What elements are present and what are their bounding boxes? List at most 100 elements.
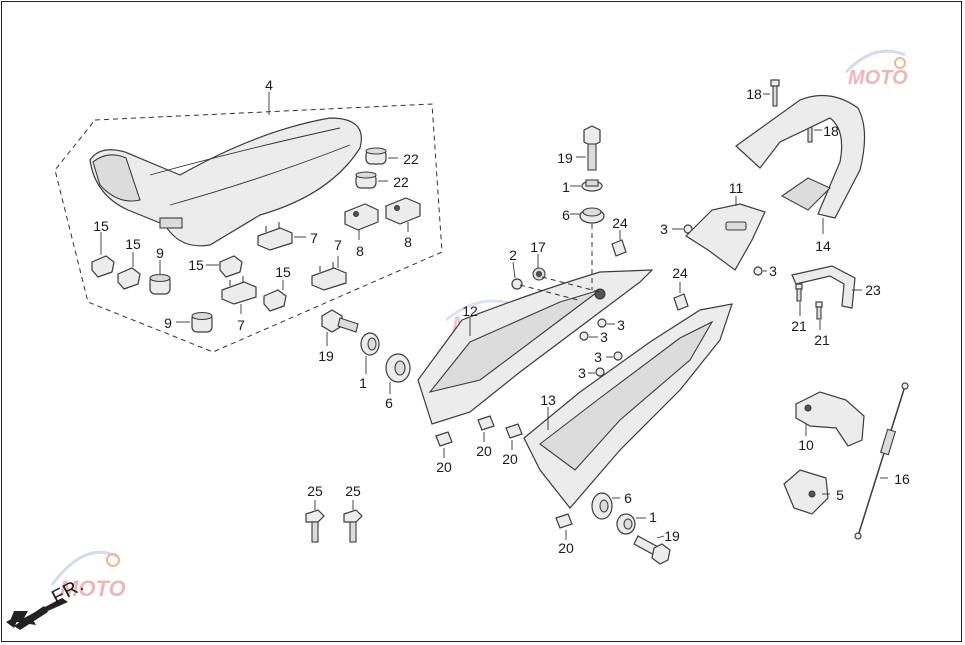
bolt-2 xyxy=(511,278,523,290)
callout-c16: 16 xyxy=(894,471,910,487)
grommet-6-lower xyxy=(591,492,613,520)
callout-c19a: 19 xyxy=(318,348,334,364)
callout-c13: 13 xyxy=(540,392,556,408)
callout-c6b: 6 xyxy=(562,207,570,223)
callout-c8b: 8 xyxy=(404,234,412,250)
callout-c1b: 1 xyxy=(562,179,570,195)
clip-7-lower xyxy=(221,276,257,305)
callout-c14: 14 xyxy=(815,238,831,254)
seat-assembly-boundary xyxy=(54,103,443,353)
callout-c15a: 15 xyxy=(93,218,109,234)
side-cover-12-left xyxy=(417,269,654,425)
clip-nut-20-b xyxy=(477,415,495,431)
screw-3-mid-d xyxy=(595,367,605,377)
callout-c3c: 3 xyxy=(617,317,625,333)
seat-latch-10 xyxy=(795,391,865,447)
side-cover-13-right xyxy=(523,303,733,509)
seat xyxy=(89,117,362,247)
nut-17 xyxy=(532,267,546,281)
callout-c24a: 24 xyxy=(612,215,628,231)
clip-24-lower xyxy=(673,293,689,311)
svg-text:MOTO: MOTO xyxy=(848,67,908,89)
bolt-21-left xyxy=(795,283,803,302)
front-direction-arrow-icon xyxy=(6,598,68,630)
callout-c18a: 18 xyxy=(746,86,762,102)
rubber-mount-9-upper xyxy=(149,273,171,295)
callout-c11: 11 xyxy=(729,180,744,196)
clip-7-upper xyxy=(257,222,293,251)
callout-c22a: 22 xyxy=(403,151,419,167)
callout-c17: 17 xyxy=(530,239,546,255)
callout-c3d: 3 xyxy=(600,329,608,345)
nut-15-c xyxy=(219,255,243,278)
grab-rail-14 xyxy=(735,94,866,219)
bolt-21-right xyxy=(815,301,823,320)
callout-c7c: 7 xyxy=(237,317,245,333)
watermark-logo-top-right: MOTO xyxy=(844,49,908,89)
clip-nut-20-d xyxy=(555,513,573,529)
collar-1-upper xyxy=(581,179,603,192)
screw-3-mid-b xyxy=(579,331,589,341)
grommet-6-upper xyxy=(579,207,605,224)
callout-c7b: 7 xyxy=(334,237,342,253)
callout-c15b: 15 xyxy=(125,236,141,252)
callout-c9a: 9 xyxy=(156,245,164,261)
callout-c6a: 6 xyxy=(385,395,393,411)
nut-15-b xyxy=(117,267,141,290)
callout-c15d: 15 xyxy=(275,264,291,280)
callout-c1a: 1 xyxy=(359,375,367,391)
bracket-23 xyxy=(791,265,856,309)
collar-1-left xyxy=(360,332,380,356)
nut-15-d xyxy=(263,289,287,312)
bumper-rubber-22-upper xyxy=(365,147,387,165)
callout-c15c: 15 xyxy=(188,257,204,273)
clip-7-middle xyxy=(311,262,347,291)
clip-24-upper xyxy=(611,239,627,257)
callout-c1c: 1 xyxy=(649,509,657,525)
collar-1-lower xyxy=(616,513,636,535)
callout-c20c: 20 xyxy=(502,451,518,467)
callout-c19b: 19 xyxy=(557,150,573,166)
callout-c4: 4 xyxy=(265,77,273,93)
callout-c3f: 3 xyxy=(578,365,586,381)
callout-c3b: 3 xyxy=(769,263,777,279)
screw-3-mid-a xyxy=(597,318,607,328)
bolt-19-upper xyxy=(583,125,601,171)
bolt-25-right xyxy=(343,509,363,543)
callout-c10: 10 xyxy=(798,437,814,453)
callout-c3a: 3 xyxy=(660,221,668,237)
callout-c7a: 7 xyxy=(310,230,318,246)
callout-c19c: 19 xyxy=(664,528,680,544)
bolt-19-left xyxy=(321,309,359,333)
callout-c8a: 8 xyxy=(356,243,364,259)
rubber-mount-9-lower xyxy=(191,311,213,333)
callout-c2: 2 xyxy=(509,247,517,263)
nut-15-a xyxy=(91,255,115,278)
callout-c20d: 20 xyxy=(558,540,574,556)
callout-c21b: 21 xyxy=(814,332,830,348)
bolt-18-left xyxy=(770,79,780,107)
grommet-6-left xyxy=(385,353,411,383)
callout-c12: 12 xyxy=(462,303,478,319)
callout-c24b: 24 xyxy=(672,265,688,281)
clip-nut-20-c xyxy=(505,423,523,439)
callout-c9b: 9 xyxy=(164,315,172,331)
watermark-logo-bottom-left: MOTO xyxy=(50,550,126,601)
screw-3-rear-right xyxy=(753,266,763,276)
callout-c25b: 25 xyxy=(345,483,361,499)
callout-c3e: 3 xyxy=(594,349,602,365)
rear-cover-11 xyxy=(685,203,766,271)
bolt-19-lower xyxy=(633,535,671,565)
screw-3-mid-c xyxy=(613,351,623,361)
callout-c21a: 21 xyxy=(791,318,807,334)
latch-cover-5 xyxy=(783,469,829,515)
assembly-line-2-17 xyxy=(519,276,601,301)
callout-c20a: 20 xyxy=(436,459,452,475)
bumper-rubber-22-lower xyxy=(355,171,377,189)
callout-c25a: 25 xyxy=(307,483,323,499)
callout-c23: 23 xyxy=(865,282,881,298)
